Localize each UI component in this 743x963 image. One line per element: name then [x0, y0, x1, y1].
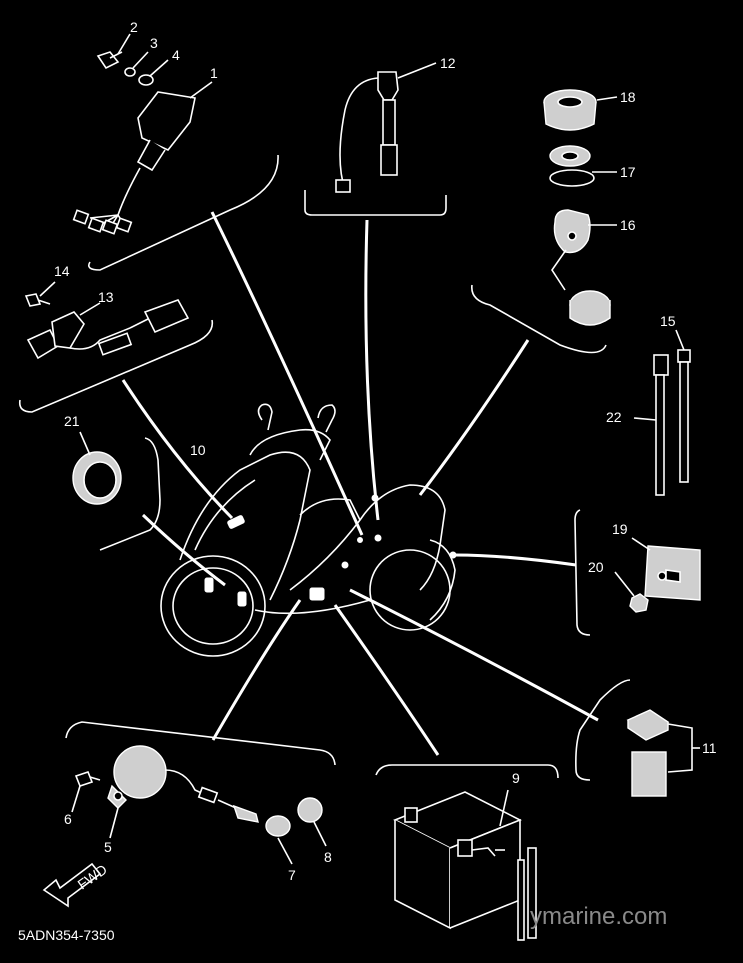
label-part-10: 10: [190, 442, 206, 458]
leader-lines: [121, 211, 599, 756]
scooter-outline: [160, 403, 457, 657]
part-13-relay: [26, 299, 190, 360]
label-part-8: 8: [324, 849, 332, 865]
part-3-washer: [124, 51, 149, 77]
label-part-7: 7: [288, 867, 296, 883]
fwd-label: FWD: [75, 861, 110, 892]
label-part-2: 2: [130, 19, 138, 35]
label-part-15: 15: [660, 313, 676, 329]
part-6-bolt: [71, 771, 101, 813]
label-part-20: 20: [588, 559, 604, 575]
part-8-cap: [297, 797, 327, 847]
label-part-14: 14: [54, 263, 70, 279]
label-part-18: 18: [620, 89, 636, 105]
label-part-11: 11: [702, 740, 717, 756]
fwd-arrow: [42, 862, 102, 908]
part-22-cable-tie: [633, 354, 669, 496]
label-part-21: 21: [64, 413, 80, 429]
label-part-5: 5: [104, 839, 112, 855]
part-1-cdi-unit: [72, 81, 213, 235]
label-part-16: 16: [620, 217, 636, 233]
diagram-code: 5ADN354-7350: [18, 927, 115, 943]
part-12-sensor: [335, 62, 437, 193]
part-2-bolt: [96, 33, 131, 70]
part-number-labels: 1 2 3 4 5 6 7 8 9 10 11 12 13 14 15 16 1…: [54, 19, 717, 883]
label-part-19: 19: [612, 521, 628, 537]
label-part-13: 13: [98, 289, 114, 305]
label-part-6: 6: [64, 811, 72, 827]
part-15-cable-tie: [675, 329, 691, 483]
part-21-grommet: [72, 431, 122, 505]
part-19-plate: [631, 537, 701, 601]
label-part-12: 12: [440, 55, 456, 71]
part-14-screw: [24, 281, 56, 307]
label-part-3: 3: [150, 35, 158, 51]
label-part-17: 17: [620, 164, 636, 180]
label-part-22: 22: [606, 409, 622, 425]
group-brackets: [18, 154, 631, 781]
label-part-9: 9: [512, 770, 520, 786]
part-17-gasket: [549, 145, 617, 187]
part-9-battery: [393, 789, 537, 941]
part-4-washer: [138, 59, 169, 86]
watermark: ymarine.com: [530, 903, 667, 930]
part-20-nut: [614, 571, 649, 613]
part-18-grommet: [543, 89, 618, 131]
part-7-plug-cap: [217, 799, 293, 865]
part-11-covers: [626, 709, 700, 797]
label-part-1: 1: [210, 65, 218, 81]
label-part-4: 4: [172, 47, 180, 63]
part-16-fuel-sender: [551, 209, 617, 326]
part-5-ignition-coil: [107, 745, 219, 839]
